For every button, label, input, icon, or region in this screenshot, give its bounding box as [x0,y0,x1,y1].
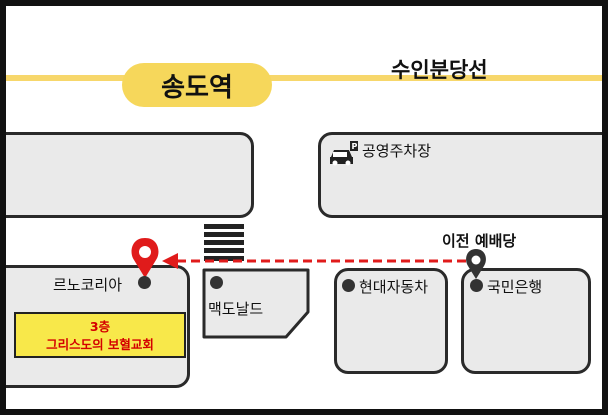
block-bank [461,268,591,374]
block-mcdonalds [202,268,310,339]
callout-church-name: 그리스도의 보혈교회 [46,337,154,352]
church-location-dot [138,276,151,289]
hyundai-label: 현대자동차 [359,278,429,296]
crosswalk-icon [204,224,244,261]
map-canvas: 송도역 수인분당선 P [6,6,602,409]
dark-map-pin-icon [466,249,486,279]
move-arrow-head [162,253,178,269]
map-overlay: P [131,141,486,339]
station-name: 송도역 [161,72,233,103]
station-badge[interactable]: 송도역 [122,63,272,107]
bank-dot [470,279,483,292]
callout-floor: 3층 [89,319,111,334]
mcdonalds-dot [210,276,223,289]
block-parking [318,132,602,218]
new-church-callout: 3층 그리스도의 보혈교회 [14,312,186,358]
subway-line-name: 수인분당선 [391,58,488,82]
old-church-label: 이전 예배당 [442,232,517,250]
mcdonalds-label: 맥도날드 [208,300,264,318]
cafe-label: 르노코리아 [53,276,123,294]
hyundai-dot [342,279,355,292]
block-top-left [6,132,254,218]
car-parking-icon: P [330,141,358,166]
red-map-pin-icon [131,238,159,278]
bank-label: 국민은행 [487,278,543,296]
svg-text:P: P [352,142,358,151]
rail-line [6,75,602,81]
parking-label: 공영주차장 [362,142,432,160]
